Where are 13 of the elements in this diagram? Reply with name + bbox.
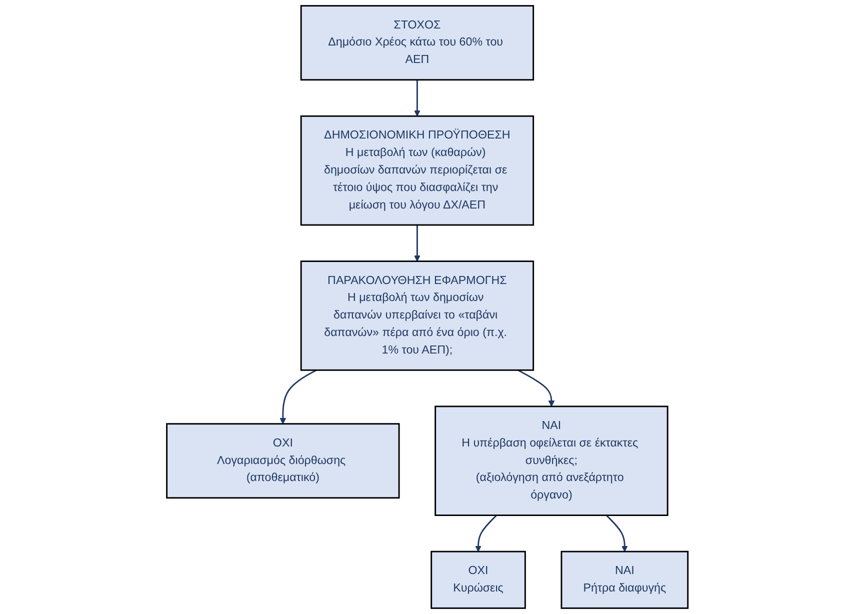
node-box: ΟΧΙ Λογαριασμός διόρθωσης (αποθεματικό)	[166, 423, 400, 499]
node-box: ΟΧΙ Κυρώσεις	[430, 550, 526, 609]
arrow	[279, 370, 317, 424]
arrow	[414, 224, 420, 262]
node-box: ΠΑΡΑΚΟΛΟΥΘΗΣΗ ΕΦΑΡΜΟΓΗΣ Η μεταβολή των δημοσίων δαπανών υπερβαίνει το «ταβάνι δαπανών» πέρα από ένα όριο (π.χ. 1% του ΑΕΠ);	[300, 260, 534, 371]
node-box: ΝΑΙ Ρήτρα διαφυγής	[560, 550, 688, 609]
node-box: ΣΤΟΧΟΣ Δημόσιο Χρέος κάτω του 60% του ΑΕΠ	[300, 5, 534, 81]
node-box: ΝΑΙ Η υπέρβαση οφείλεται σε έκτακτες συνθήκες; (αξιολόγηση από ανεξάρτητο όργανο)	[434, 406, 668, 516]
node-box: ΔΗΜΟΣΙΟΝΟΜΙΚΗ ΠΡΟΫΠΟΘΕΣΗ Η μεταβολή των (καθαρών) δημοσίων δαπανών περιορίζεται σε τέτοιο ύψος που διασφαλίζει την μείωση του λόγου ΔΧ/ΑΕΠ	[300, 115, 534, 226]
arrow	[474, 514, 497, 552]
arrow	[606, 514, 628, 552]
arrow	[517, 370, 554, 407]
arrow	[414, 80, 420, 116]
